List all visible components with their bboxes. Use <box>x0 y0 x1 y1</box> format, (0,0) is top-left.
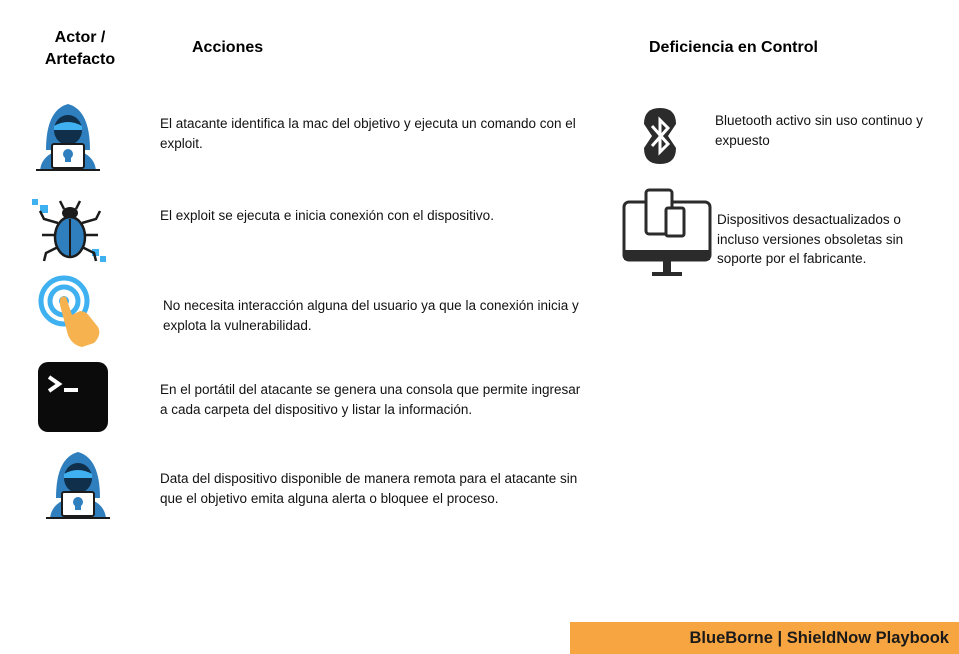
hacker-icon <box>46 452 110 519</box>
footer-title: BlueBorne | ShieldNow Playbook <box>689 629 950 647</box>
action-text-3: No necesita interacción alguna del usuar… <box>163 298 579 333</box>
touch-icon <box>38 275 100 347</box>
bug-icon <box>32 199 106 262</box>
action-text-4: En el portátil del atacante se genera un… <box>160 382 581 417</box>
header-control: Deficiencia en Control <box>649 39 818 56</box>
hacker-icon <box>36 104 100 171</box>
control-text-2: Dispositivos desactualizados o incluso v… <box>717 212 904 266</box>
action-text-2: El exploit se ejecuta e inicia conexión … <box>160 208 494 223</box>
action-text-5: Data del dispositivo disponible de maner… <box>160 471 578 506</box>
bluetooth-icon <box>644 108 676 164</box>
terminal-icon <box>38 362 108 432</box>
devices-icon <box>622 188 712 276</box>
header-actions: Acciones <box>192 39 264 56</box>
footer-banner: BlueBorne | ShieldNow Playbook <box>570 622 959 654</box>
header-actor: Actor / Artefacto <box>44 29 116 68</box>
action-text-1: El atacante identifica la mac del objeti… <box>160 116 576 151</box>
control-text-1: Bluetooth activo sin uso continuo y expu… <box>715 113 923 148</box>
